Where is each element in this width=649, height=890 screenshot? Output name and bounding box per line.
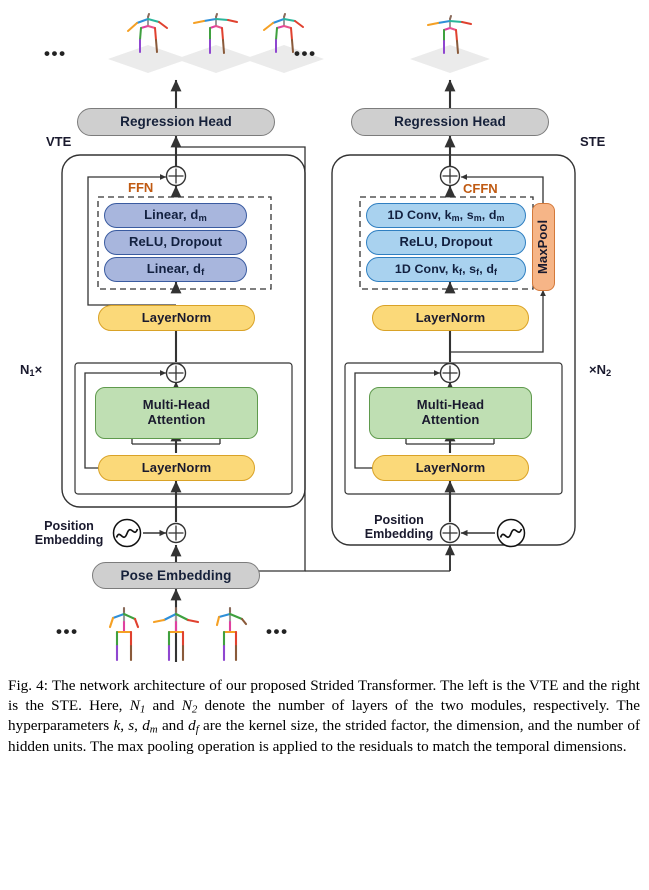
- node-label: LayerNorm: [415, 459, 486, 475]
- subscript: m: [473, 212, 482, 223]
- base: N: [20, 362, 30, 377]
- 2d-skeleton-icon: [108, 606, 248, 662]
- caption-n2: N: [181, 696, 192, 714]
- node-label: 1D Conv, k: [394, 261, 460, 276]
- node-layernorm-top-vte[interactable]: LayerNorm: [98, 305, 255, 331]
- node-label: Regression Head: [394, 114, 506, 130]
- node-label: LayerNorm: [141, 459, 212, 475]
- node-label: Linear, d: [146, 260, 202, 276]
- caption-text: The network architecture of our proposed…: [8, 677, 640, 714]
- caption-text: ,: [120, 717, 129, 735]
- node-label: LayerNorm: [415, 309, 486, 325]
- subscript: f: [494, 266, 498, 277]
- subscript: f: [459, 266, 463, 277]
- node-label: 1D Conv, k: [387, 207, 452, 222]
- node-relu-dropout-ste[interactable]: ReLU, Dropout: [366, 230, 526, 255]
- node-layernorm-bottom-ste[interactable]: LayerNorm: [372, 455, 529, 481]
- caption-k: k: [113, 717, 121, 735]
- node-label: LayerNorm: [141, 309, 212, 325]
- node-label-line1: Multi-Head: [142, 397, 211, 413]
- ellipsis-top-right: •••: [294, 44, 317, 63]
- node-conv-f[interactable]: 1D Conv, kf, sf, df: [366, 257, 526, 282]
- node-linear-dm[interactable]: Linear, dm: [104, 203, 247, 228]
- node-label-line2: Attention: [147, 412, 206, 427]
- suffix: ×: [34, 362, 43, 377]
- label-n1-repeat: N1×: [20, 362, 42, 378]
- subscript: f: [476, 266, 480, 277]
- caption-df-sub: f: [195, 723, 199, 736]
- caption-n1: N: [129, 696, 140, 714]
- node-label: Linear, d: [144, 206, 199, 222]
- sep: , d: [479, 261, 495, 276]
- node-label: Regression Head: [120, 114, 232, 130]
- diagram-connectors: [61, 13, 576, 662]
- sep: , s: [459, 207, 474, 222]
- subscript: 2: [605, 368, 612, 379]
- prefix: ×: [589, 362, 597, 377]
- sep: , d: [481, 207, 497, 222]
- sep: , s: [462, 261, 477, 276]
- label-vte: VTE: [46, 134, 72, 149]
- caption-s: s: [128, 717, 135, 735]
- subscript: 1: [29, 368, 35, 379]
- node-multi-head-attention-ste[interactable]: Multi-Head Attention: [369, 387, 532, 439]
- ellipsis-top-left: •••: [44, 44, 67, 63]
- 3d-skeleton-icon: [127, 13, 472, 54]
- subscript: m: [496, 212, 505, 223]
- ellipsis-bottom-right: •••: [266, 622, 289, 641]
- base: N: [596, 362, 606, 377]
- node-relu-dropout-vte[interactable]: ReLU, Dropout: [104, 230, 247, 255]
- caption-text: and: [157, 717, 189, 735]
- node-pose-embedding[interactable]: Pose Embedding: [92, 562, 260, 589]
- node-layernorm-bottom-vte[interactable]: LayerNorm: [98, 455, 255, 481]
- ground-plane: [108, 45, 490, 73]
- node-label-line2: Attention: [421, 412, 480, 427]
- label-ste: STE: [580, 134, 606, 149]
- node-label: Pose Embedding: [120, 567, 232, 583]
- caption-text: are the kernel size, the strided factor,…: [8, 717, 640, 755]
- node-conv-m[interactable]: 1D Conv, km, sm, dm: [366, 203, 526, 228]
- node-label: MaxPool: [535, 219, 551, 275]
- label-n2-repeat: ×N2: [589, 362, 611, 378]
- node-label: ReLU, Dropout: [128, 234, 222, 250]
- caption-prefix: Fig. 4:: [8, 677, 48, 694]
- architecture-diagram: Regression Head Linear, dm ReLU, Dropout…: [20, 13, 611, 662]
- subscript: f: [201, 266, 205, 277]
- caption-text: and: [145, 696, 182, 714]
- node-maxpool[interactable]: MaxPool: [532, 203, 555, 291]
- node-linear-df[interactable]: Linear, df: [104, 257, 247, 282]
- label-cffn: CFFN: [463, 181, 498, 196]
- subscript: m: [451, 212, 460, 223]
- caption-dm: d: [142, 717, 150, 735]
- ellipsis-bottom-left: •••: [56, 622, 79, 641]
- subscript: m: [198, 212, 207, 223]
- node-regression-head-vte[interactable]: Regression Head: [77, 108, 275, 136]
- caption-n2-sub: 2: [191, 703, 198, 716]
- node-multi-head-attention-vte[interactable]: Multi-Head Attention: [95, 387, 258, 439]
- caption-text: denote the number of layers of the two m…: [8, 696, 640, 735]
- caption-text: ,: [134, 717, 143, 735]
- caption-df: d: [188, 717, 196, 735]
- node-regression-head-ste[interactable]: Regression Head: [351, 108, 549, 136]
- figure-caption: Fig. 4: The network architecture of our …: [8, 676, 640, 757]
- node-label: ReLU, Dropout: [399, 234, 493, 250]
- label-ffn: FFN: [128, 180, 154, 195]
- node-layernorm-top-ste[interactable]: LayerNorm: [372, 305, 529, 331]
- caption-n1-sub: 1: [139, 703, 146, 716]
- node-label-line1: Multi-Head: [416, 397, 485, 413]
- caption-dm-sub: m: [149, 723, 158, 736]
